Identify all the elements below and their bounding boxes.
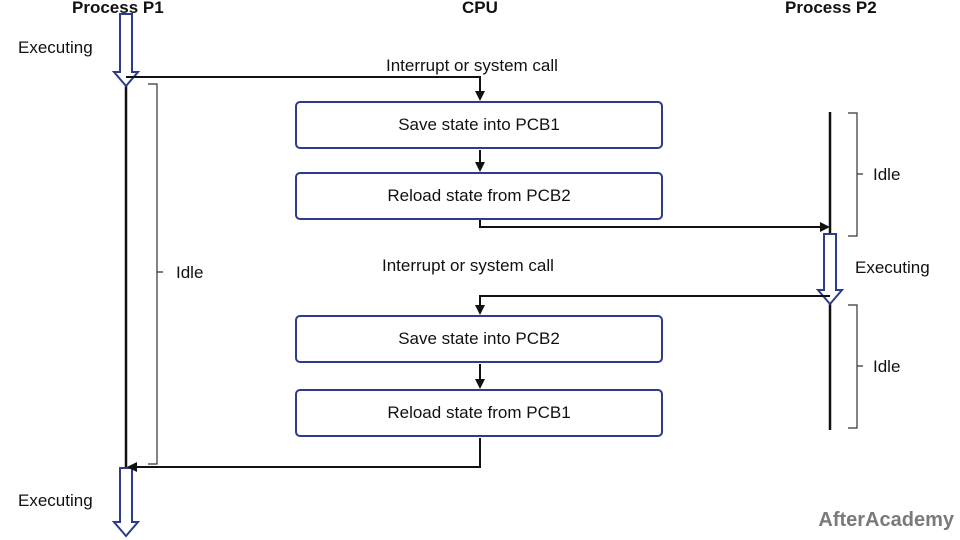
header-process-p1: Process P1 xyxy=(72,0,164,17)
header-process-p2: Process P2 xyxy=(785,0,877,17)
p1-executing-arrow-bottom xyxy=(111,467,141,538)
arrow-p2-to-save-pcb2 xyxy=(475,295,830,315)
p1-idle-bracket xyxy=(148,83,163,465)
p1-executing-label-bottom: Executing xyxy=(18,491,93,510)
brand-watermark: AfterAcademy xyxy=(818,509,954,531)
reload-state-pcb2-box: Reload state from PCB2 xyxy=(295,172,663,220)
p1-executing-arrow-top xyxy=(111,13,141,88)
reload-state-pcb1-box: Reload state from PCB1 xyxy=(295,389,663,437)
p2-idle-bracket-bottom xyxy=(848,304,863,429)
arrow-p1-to-save-pcb1 xyxy=(126,76,485,101)
p2-executing-label: Executing xyxy=(855,258,930,277)
arrow-reload2-to-p2 xyxy=(479,220,830,232)
p2-idle-bracket-top xyxy=(848,112,863,237)
p1-idle-label: Idle xyxy=(176,263,204,282)
p2-idle-label-bottom: Idle xyxy=(873,357,901,376)
p2-idle-label-top: Idle xyxy=(873,165,901,184)
save-state-pcb1-box: Save state into PCB1 xyxy=(295,101,663,149)
interrupt-label-1: Interrupt or system call xyxy=(386,56,558,75)
header-cpu: CPU xyxy=(462,0,498,17)
save-state-pcb2-box: Save state into PCB2 xyxy=(295,315,663,363)
arrow-reload1-to-p1 xyxy=(127,438,481,472)
p2-executing-arrow xyxy=(815,233,845,306)
p1-executing-label-top: Executing xyxy=(18,38,93,57)
interrupt-label-2: Interrupt or system call xyxy=(382,256,554,275)
